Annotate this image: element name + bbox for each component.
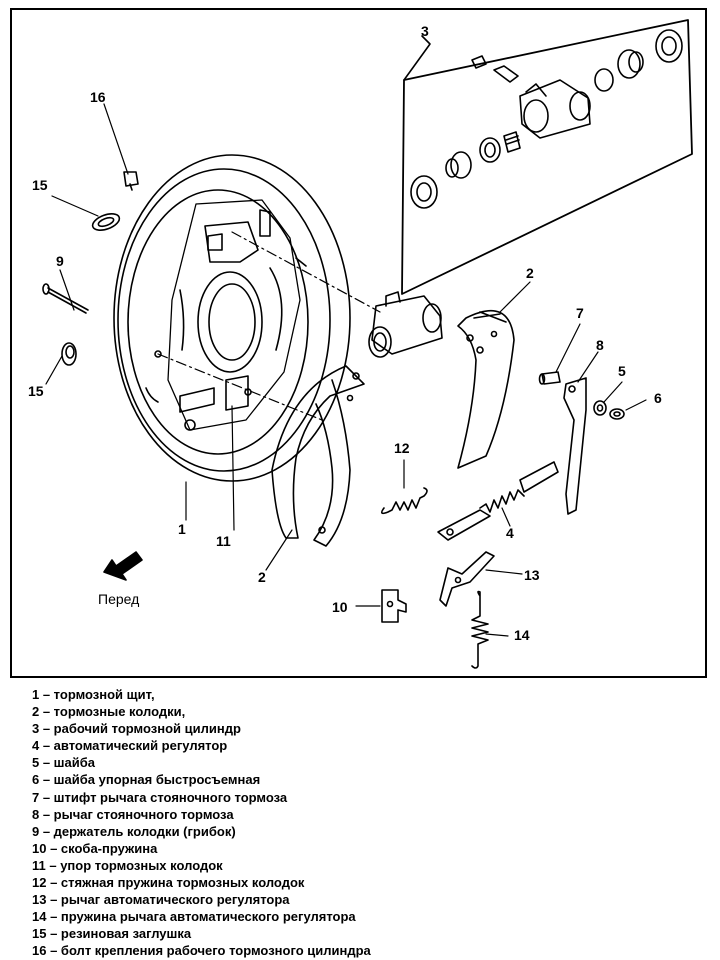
brake-backing-plate xyxy=(113,154,381,482)
legend-item: 3 – рабочий тормозной цилиндр xyxy=(32,721,241,737)
legend-item: 10 – скоба-пружина xyxy=(32,840,158,856)
callout-13: 13 xyxy=(524,567,540,583)
legend-item: 8 – рычаг стояночного тормоза xyxy=(32,806,234,822)
legend-item: 13 – рычаг автоматического регулятора xyxy=(32,892,290,908)
brake-shoe-right xyxy=(457,309,515,469)
legend-item: 12 – стяжная пружина тормозных колодок xyxy=(32,875,305,891)
legend-item: 16 – болт крепления рабочего тормозного … xyxy=(32,943,371,959)
wheel-cylinder-exploded-view xyxy=(401,19,693,295)
hold-down-pin xyxy=(42,283,89,314)
front-direction-label: Перед xyxy=(98,591,139,607)
callout-14: 14 xyxy=(514,627,530,643)
legend-item: 5 – шайба xyxy=(32,755,96,771)
callout-12: 12 xyxy=(394,440,410,456)
legend-item: 4 – автоматический регулятор xyxy=(32,738,228,754)
legend-item: 1 – тормозной щит, xyxy=(32,687,155,702)
brake-shoe-left xyxy=(271,365,365,547)
callout-4: 4 xyxy=(506,525,514,541)
callout-11: 11 xyxy=(216,533,231,549)
callout-2-right: 2 xyxy=(526,265,534,281)
callout-16: 16 xyxy=(90,89,106,105)
callout-3: 3 xyxy=(421,23,429,39)
washer xyxy=(593,400,607,416)
legend-item: 14 – пружина рычага автоматического регу… xyxy=(32,909,356,925)
spring-clip xyxy=(381,589,407,623)
parking-lever-pin xyxy=(538,371,561,385)
legend-item: 6 – шайба упорная быстросъемная xyxy=(32,772,261,788)
automatic-adjuster xyxy=(437,461,559,541)
parking-brake-lever xyxy=(563,377,587,515)
callout-7: 7 xyxy=(576,305,584,321)
adjuster-lever xyxy=(439,551,495,607)
callout-5: 5 xyxy=(618,363,626,379)
wheel-cylinder xyxy=(368,291,443,358)
parts-legend: 1 – тормозной щит, 2 – тормозные колодки… xyxy=(32,686,371,960)
callout-15-upper: 15 xyxy=(32,177,48,193)
quick-release-washer xyxy=(609,408,625,420)
callout-1: 1 xyxy=(178,521,186,537)
legend-item: 9 – держатель колодки (грибок) xyxy=(32,823,236,839)
legend-item: 2 – тормозные колодки, xyxy=(32,704,186,720)
legend-item: 15 – резиновая заглушка xyxy=(32,926,192,942)
callout-9: 9 xyxy=(56,253,64,269)
front-direction-arrow xyxy=(103,551,143,581)
rubber-plug-lower xyxy=(61,342,77,366)
legend-item: 7 – штифт рычага стояночного тормоза xyxy=(32,789,288,805)
diagram-frame xyxy=(10,8,707,678)
cylinder-bolt xyxy=(123,171,139,191)
callout-8: 8 xyxy=(596,337,604,353)
callout-10: 10 xyxy=(332,599,348,615)
legend-item: 11 – упор тормозных колодок xyxy=(32,857,223,873)
leader-lines xyxy=(45,103,647,637)
adjuster-lever-spring xyxy=(471,590,489,669)
callout-2-left: 2 xyxy=(258,569,266,585)
shoe-return-spring xyxy=(380,487,428,515)
callout-15-lower: 15 xyxy=(28,383,44,399)
brake-assembly-diagram: 1 2 2 3 4 5 6 7 8 9 10 11 12 13 14 15 15… xyxy=(28,19,693,669)
rubber-plug-upper xyxy=(91,213,121,231)
callout-6: 6 xyxy=(654,390,662,406)
